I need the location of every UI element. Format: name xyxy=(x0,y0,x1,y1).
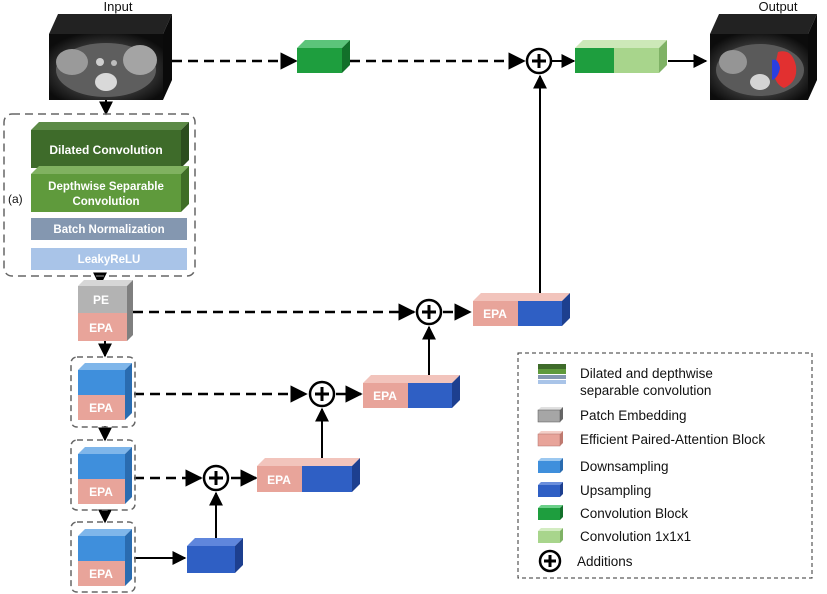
epa-label-decoder3: EPA xyxy=(267,473,291,487)
output-label: Output xyxy=(758,0,797,14)
leaky-relu-layer xyxy=(31,248,187,270)
epa-label-stage1: EPA xyxy=(89,321,113,335)
depthwise-separable-layer: Depthwise Separable Convolution xyxy=(31,166,189,212)
epa-block-decoder1 xyxy=(473,301,518,326)
addition-icon xyxy=(525,47,553,75)
epa-swatch xyxy=(537,431,563,447)
leaky-relu-label: LeakyReLU xyxy=(78,254,141,266)
addition-icon xyxy=(308,380,336,408)
epa-label-stage3: EPA xyxy=(89,485,113,499)
decoder-stage-1: EPA xyxy=(473,293,570,326)
encoder-stage-4: EPA xyxy=(70,521,136,593)
addition-legend-icon xyxy=(538,549,562,573)
epa-label-decoder1: EPA xyxy=(483,307,507,321)
legend-label-2: Patch Embedding xyxy=(580,408,687,423)
pe-label: PE xyxy=(93,293,109,307)
legend: Dilated and depthwise separable convolut… xyxy=(517,352,813,579)
batch-normalization-layer xyxy=(31,218,187,240)
epa-block-decoder2 xyxy=(363,383,408,408)
bottleneck-upsampling xyxy=(187,538,243,573)
final-conv-blocks xyxy=(575,40,667,73)
downsampling-block-stage3 xyxy=(78,454,125,479)
conv-block-panel: (a) Dilated Convolution Depthwise Separa… xyxy=(3,113,196,277)
legend-label-4: Downsampling xyxy=(580,459,669,474)
depthwise-label-line2: Convolution xyxy=(72,196,139,208)
downsampling-swatch xyxy=(538,458,563,473)
connectors xyxy=(93,52,708,565)
output-volume: Output xyxy=(710,0,817,100)
upsampling-block-decoder3 xyxy=(302,466,352,492)
epa-block-decoder3 xyxy=(257,466,302,492)
decoder-stage-3: EPA xyxy=(257,458,360,492)
conv-1x1x1-swatch xyxy=(538,528,563,543)
addition-icon xyxy=(415,298,443,326)
epa-block-stage4 xyxy=(78,561,125,586)
legend-label-8: Additions xyxy=(577,554,633,569)
legend-label-1a: Dilated and depthwise xyxy=(580,366,713,381)
epa-label-stage4: EPA xyxy=(89,567,113,581)
upsampling-block-decoder1 xyxy=(518,301,562,326)
patch-embedding-swatch xyxy=(537,407,563,423)
input-label: Input xyxy=(104,0,133,14)
conv-block-dashed-frame xyxy=(3,113,196,277)
final-convolution-block xyxy=(575,48,614,73)
dilated-convolution-layer: Dilated Convolution xyxy=(31,122,189,168)
encoder-stage-2: EPA xyxy=(70,356,136,428)
downsampling-block-stage4 xyxy=(78,536,125,561)
epa-label-decoder2: EPA xyxy=(373,389,397,403)
downsampling-block-stage2 xyxy=(78,370,125,395)
skip-conv-block xyxy=(297,48,342,73)
epa-block-stage2 xyxy=(78,395,125,420)
legend-label-5: Upsampling xyxy=(580,483,651,498)
patch-embedding-block xyxy=(78,286,127,313)
dilated-convolution-label: Dilated Convolution xyxy=(49,143,162,157)
convolution-block-swatch xyxy=(538,505,563,520)
epa-block-stage3 xyxy=(78,479,125,504)
encoder-stage-1: PE EPA xyxy=(78,280,133,341)
epa-block-stage1 xyxy=(78,313,127,341)
upsampling-swatch xyxy=(538,482,563,497)
legend-label-1b: separable convolution xyxy=(580,383,711,398)
addition-icon xyxy=(202,464,230,492)
legend-label-7: Convolution 1x1x1 xyxy=(580,529,691,544)
input-volume: Input xyxy=(49,0,172,100)
segmentation-red-overlay xyxy=(774,51,797,88)
legend-label-6: Convolution Block xyxy=(580,506,688,521)
legend-frame xyxy=(517,352,813,579)
epa-label-stage2: EPA xyxy=(89,401,113,415)
skip-convolution-block xyxy=(297,40,350,73)
legend-label-3: Efficient Paired-Attention Block xyxy=(580,432,765,447)
panel-tag: (a) xyxy=(8,192,23,206)
conv-1x1x1-block xyxy=(614,48,659,73)
depthwise-label-line1: Depthwise Separable xyxy=(48,181,164,193)
decoder-stage-2: EPA xyxy=(363,375,460,408)
encoder-stage-3: EPA xyxy=(70,439,136,511)
dilated-depthwise-swatch xyxy=(538,364,566,384)
upsampling-block-decoder2 xyxy=(408,383,452,408)
batch-normalization-label: Batch Normalization xyxy=(53,224,164,236)
upsampling-block-bottom xyxy=(187,546,235,573)
segmentation-blue-overlay xyxy=(772,59,780,80)
addition-nodes xyxy=(202,47,553,492)
